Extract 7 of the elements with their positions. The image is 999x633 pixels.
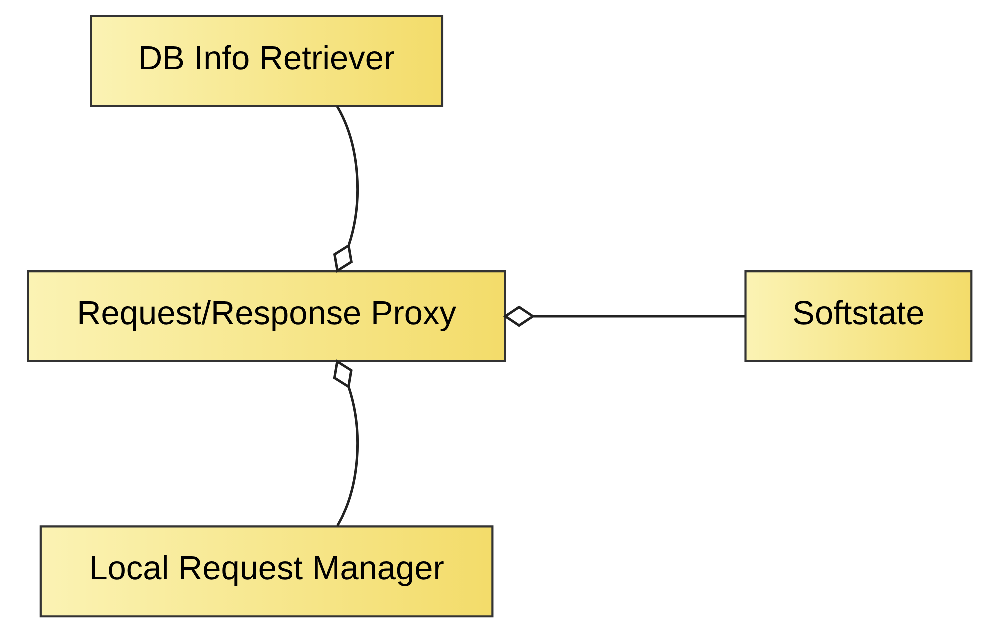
connector	[332, 106, 358, 274]
connector	[502, 306, 746, 328]
node-box: DB Info Retriever	[90, 15, 444, 108]
connector	[332, 360, 359, 527]
node-box: Local Request Manager	[39, 526, 494, 618]
node-box: Softstate	[744, 270, 972, 362]
node-box: Request/Response Proxy	[26, 270, 506, 362]
